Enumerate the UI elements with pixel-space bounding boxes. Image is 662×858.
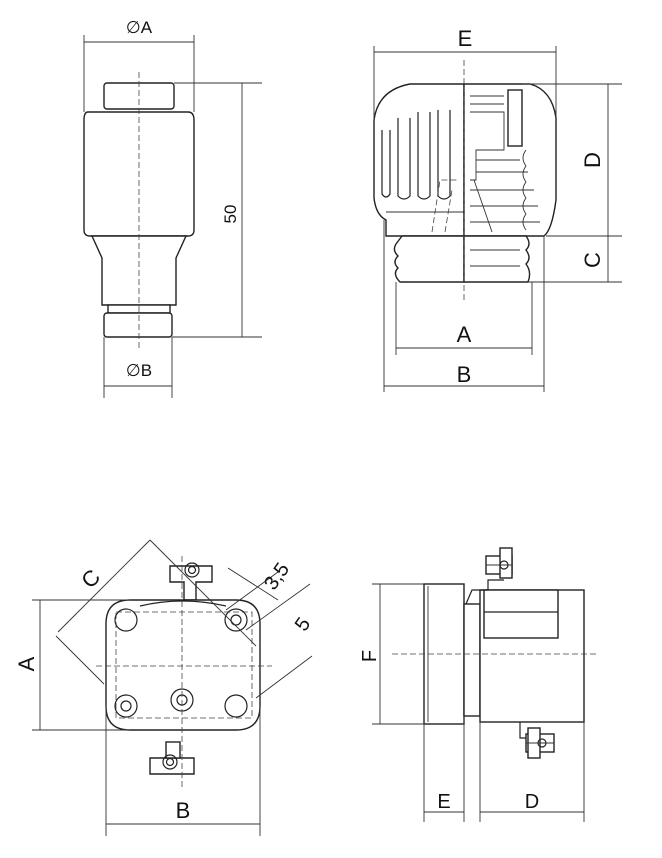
dim-label-b: B	[457, 362, 472, 387]
dim-line-c-diagonal	[57, 539, 151, 633]
base-top-view: C 3,5 5 A B	[14, 539, 315, 836]
dim-label-c: C	[580, 252, 605, 268]
mounting-hole	[224, 694, 248, 718]
cap-hidden-lines	[431, 179, 458, 233]
base-side-view: F E D	[359, 547, 596, 822]
fuse-side-view: ∅A 50 ∅B	[83, 18, 262, 398]
dim-label-a: A	[14, 656, 39, 671]
fuse-bottom-contact	[103, 312, 173, 338]
base-collar	[463, 603, 481, 717]
mounting-hole	[224, 608, 248, 632]
terminal-screw-top	[184, 562, 200, 578]
cap-inner-cavity	[470, 111, 505, 181]
cap-contact-pin	[507, 89, 523, 147]
dim-line-5	[255, 655, 313, 699]
dim-label-f: F	[359, 650, 381, 662]
cap-section-view: E D C A B	[373, 26, 622, 392]
cap-grip-ridges	[381, 110, 464, 213]
cap-inner-thread	[522, 149, 527, 231]
dim-label-diam-a: ∅A	[126, 18, 153, 37]
dim-label-e: E	[437, 791, 450, 813]
dim-label-height-50: 50	[221, 205, 240, 224]
dim-label-b: B	[176, 798, 191, 823]
dim-label-a: A	[457, 322, 472, 347]
dim-label-e: E	[458, 26, 473, 51]
base-top-terminal	[169, 565, 213, 601]
base-terminal-strip-top	[465, 579, 504, 605]
dim-line-3-5	[227, 567, 279, 601]
dim-label-3-5: 3,5	[260, 559, 294, 594]
mounting-hole	[114, 608, 138, 632]
dim-label-d: D	[580, 152, 605, 168]
base-plate	[105, 599, 261, 731]
base-mounting-holes	[114, 608, 248, 718]
mounting-hole	[114, 694, 138, 718]
dim-label-5: 5	[291, 614, 315, 636]
base-upper-block	[483, 589, 559, 639]
dim-label-diam-b: ∅B	[126, 361, 152, 380]
dim-label-d: D	[525, 791, 539, 813]
terminal-screw-bottom	[162, 754, 178, 770]
cap-thread-left	[393, 235, 465, 283]
base-inner-outline	[115, 611, 253, 719]
base-bottom-terminal	[149, 757, 195, 775]
cap-section-hatching	[470, 95, 540, 233]
cap-thread-right	[463, 235, 531, 283]
